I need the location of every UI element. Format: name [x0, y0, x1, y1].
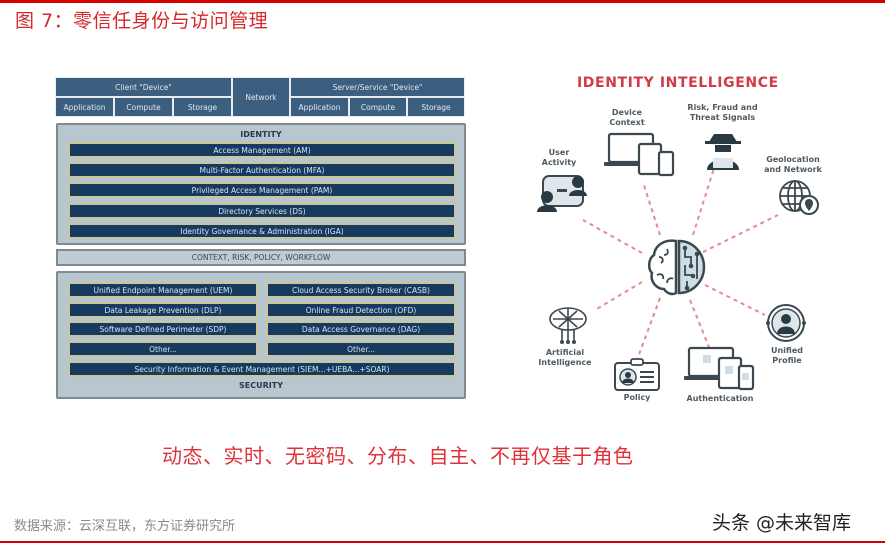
globe-location-icon — [779, 180, 819, 215]
top-rule — [0, 0, 885, 3]
server-application: Application — [290, 97, 349, 117]
security-item-left: Other... — [68, 341, 258, 357]
zero-trust-architecture-diagram: Client "Device" Application Compute Stor… — [53, 75, 467, 400]
security-item-right: Data Access Governance (DAG) — [266, 321, 456, 337]
server-storage: Storage — [407, 97, 465, 117]
identity-item: Access Management (AM) — [68, 142, 456, 158]
neural-tree-icon — [549, 307, 587, 344]
siem-bar: Security Information & Event Management … — [68, 361, 456, 377]
security-frame: Unified Endpoint Management (UEM) Data L… — [56, 271, 466, 399]
client-compute: Compute — [114, 97, 173, 117]
policy-label: Policy — [623, 393, 651, 402]
authentication-label: Authentication — [686, 394, 754, 403]
bottom-rule — [0, 541, 885, 543]
security-item-right: Online Fraud Detection (OFD) — [266, 302, 456, 318]
security-item-right: Cloud Access Security Broker (CASB) — [266, 282, 456, 298]
identity-item: Identity Governance & Administration (IG… — [68, 223, 456, 239]
security-item-right: Other... — [266, 341, 456, 357]
security-item-left: Unified Endpoint Management (UEM) — [68, 282, 258, 298]
devices-check-icon — [684, 346, 755, 391]
devices-icon — [604, 132, 675, 177]
identity-item: Directory Services (DS) — [68, 203, 456, 219]
summary-tagline: 动态、实时、无密码、分布、自主、不再仅基于角色 — [162, 444, 634, 468]
identity-item: Multi-Factor Authentication (MFA) — [68, 162, 456, 178]
id-card-icon — [614, 358, 660, 391]
identity-item: Privileged Access Management (PAM) — [68, 182, 456, 198]
security-item-left: Software Defined Perimeter (SDP) — [68, 321, 258, 337]
profile-icon — [766, 304, 806, 342]
client-device-header: Client "Device" — [55, 77, 232, 97]
client-storage: Storage — [173, 97, 232, 117]
security-title: SECURITY — [239, 381, 283, 390]
server-device-header: Server/Service "Device" — [290, 77, 465, 97]
device-band: Client "Device" Application Compute Stor… — [55, 77, 465, 117]
brain-icon — [648, 239, 706, 296]
identity-intelligence-title: IDENTITY INTELLIGENCE — [577, 75, 779, 91]
figure-title: 图 7：零信任身份与访问管理 — [15, 10, 269, 32]
context-risk-policy-bar: CONTEXT, RISK, POLICY, WORKFLOW — [56, 249, 466, 266]
security-item-left: Data Leakage Prevention (DLP) — [68, 302, 258, 318]
user-activity-icon — [537, 175, 587, 212]
hacker-icon — [705, 134, 741, 170]
source-note: 数据来源：云深互联，东方证券研究所 — [14, 519, 236, 534]
network-block: Network — [232, 77, 290, 117]
server-compute: Compute — [349, 97, 407, 117]
identity-title: IDENTITY — [240, 130, 282, 139]
watermark: 头条 @未来智库 — [712, 512, 852, 534]
client-application: Application — [55, 97, 114, 117]
identity-frame: IDENTITY Access Management (AM) Multi-Fa… — [56, 123, 466, 245]
dashed-connectors — [582, 164, 779, 361]
